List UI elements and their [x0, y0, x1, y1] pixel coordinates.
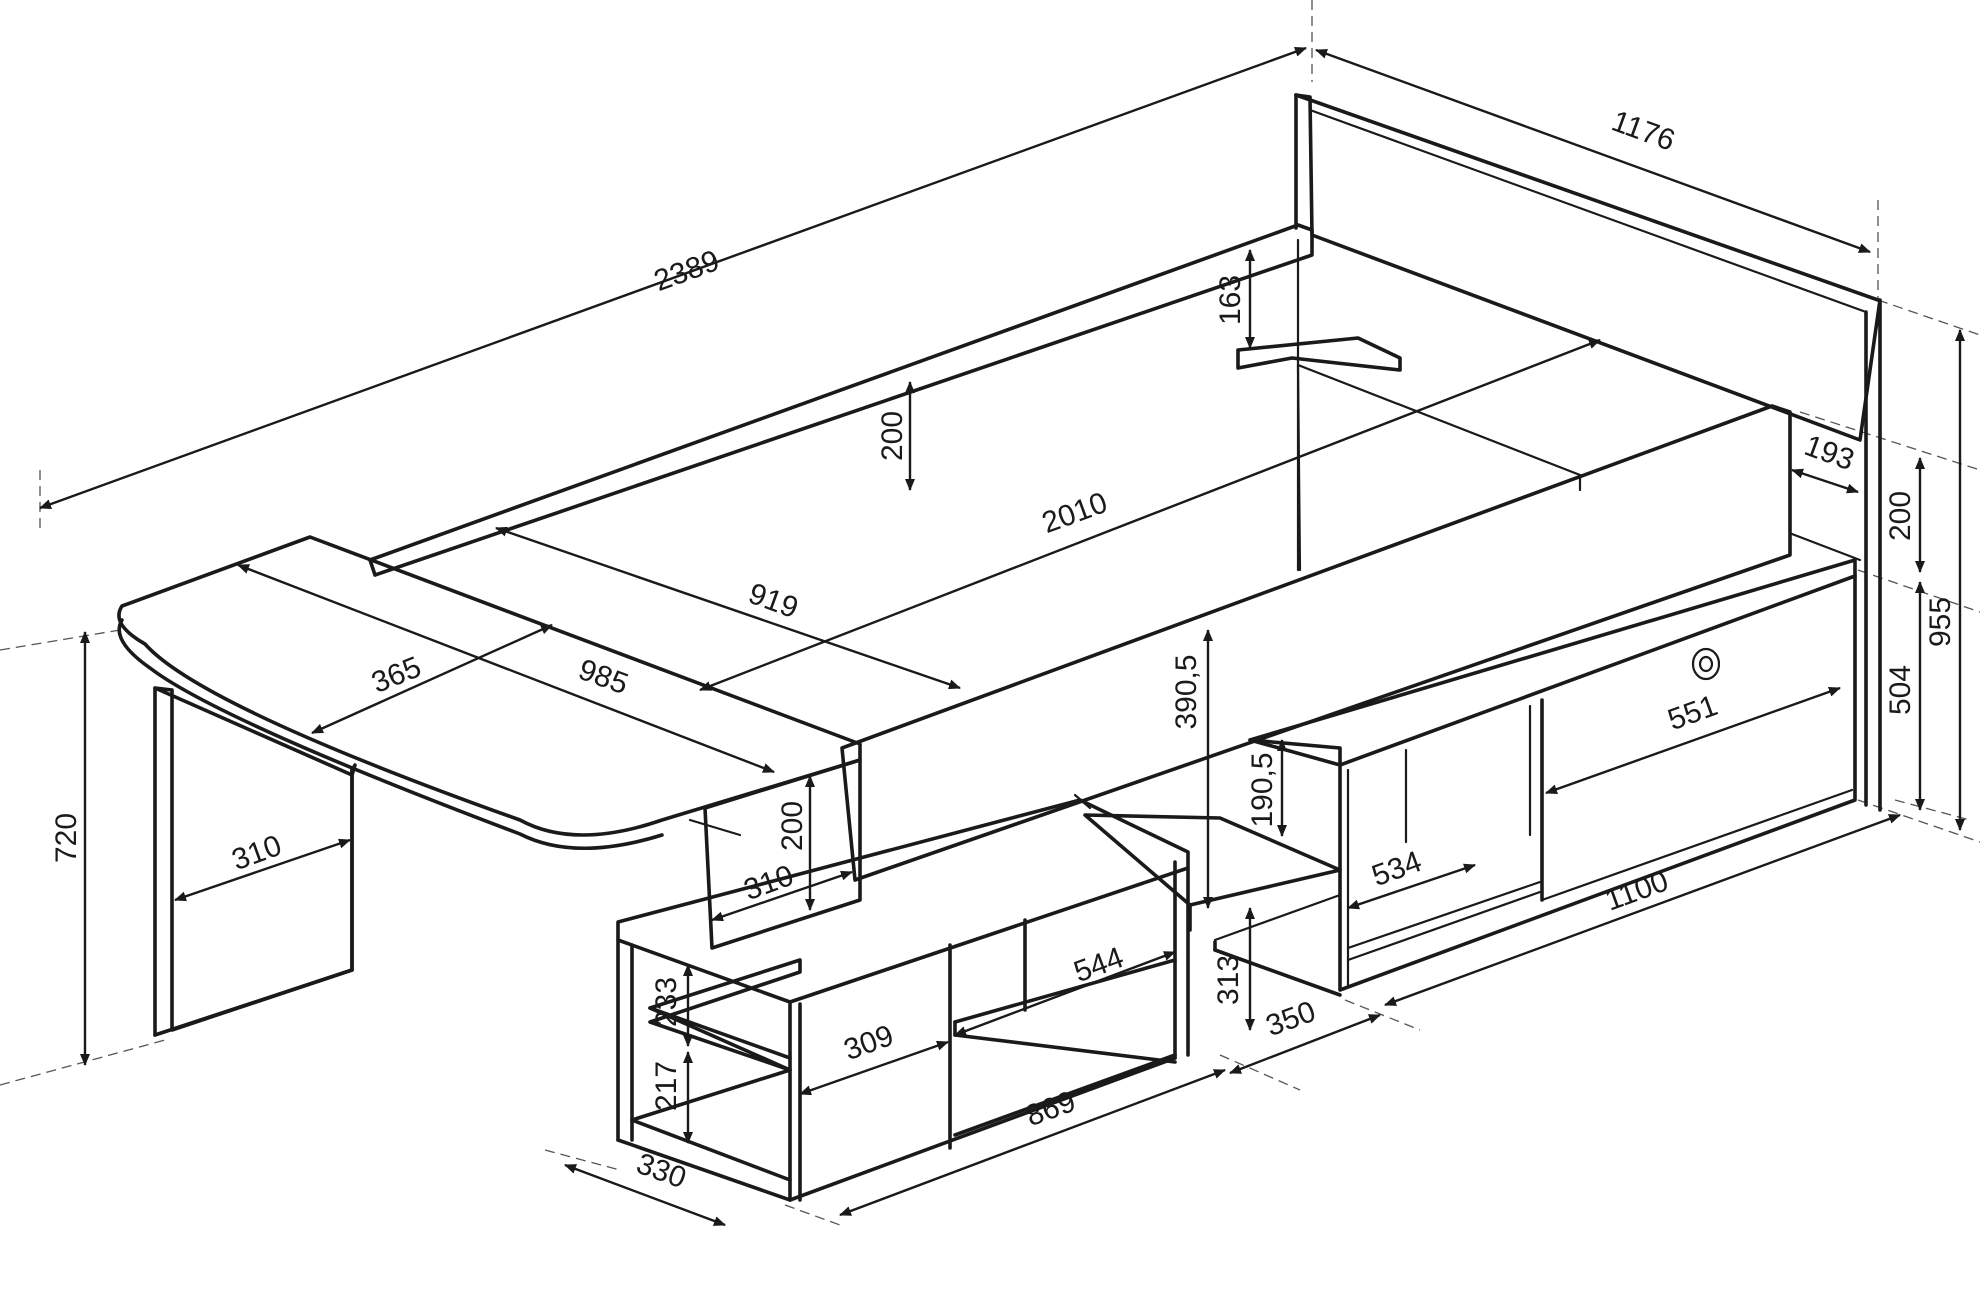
label-gap-length: 350	[1262, 995, 1320, 1043]
dim-arrow-mattress-width	[495, 526, 961, 690]
label-mattress-width: 919	[744, 577, 802, 625]
label-desk-support-height: 200	[776, 801, 809, 851]
lock-icon	[1691, 647, 1721, 681]
dim-arrow-compartment-depth	[799, 1040, 949, 1096]
dim-arrow-desk-leg	[174, 838, 351, 902]
dim-arrow-shelf-width	[954, 950, 1176, 1037]
headboard-panel	[1294, 93, 1882, 812]
dim-arrow-overall-depth	[1315, 48, 1871, 254]
label-shelf-gap: 163	[1214, 275, 1247, 325]
storage-cabinet	[1248, 558, 1857, 992]
dim-arrow-headrest-depth	[1791, 468, 1859, 494]
label-niche-width: 534	[1368, 845, 1426, 893]
dim-arrow-bookcase-length	[839, 1068, 1226, 1217]
label-headboard-rail: 200	[876, 411, 909, 461]
label-desk-leg: 310	[228, 829, 286, 877]
dim-arrow-bookcase-depth	[564, 1163, 726, 1227]
label-upper-compartment: 233	[650, 977, 683, 1027]
label-cabinet-length: 1100	[1601, 865, 1673, 918]
dim-arrow-gap-length	[1229, 1013, 1381, 1075]
label-side-rail: 200	[1884, 491, 1917, 541]
label-bookcase-length: 869	[1022, 1085, 1080, 1133]
label-drawer-height: 504	[1884, 665, 1917, 715]
top-shelf	[1236, 336, 1402, 372]
label-drawer-opening: 190,5	[1246, 752, 1279, 827]
label-bed-height-mid: 390,5	[1170, 654, 1203, 729]
label-compartment-depth: 309	[840, 1019, 898, 1067]
label-desk-width: 985	[574, 653, 632, 701]
dim-arrow-drawer-width	[1545, 686, 1841, 795]
label-base-clearance: 313	[1212, 955, 1245, 1005]
desk-top	[117, 535, 862, 837]
label-drawer-width: 551	[1664, 689, 1722, 737]
dim-arrow-overall-length	[39, 46, 1307, 510]
label-desk-depth: 365	[367, 651, 426, 700]
front-rail	[840, 404, 1792, 882]
label-desk-height: 720	[50, 813, 83, 863]
label-lower-compartment: 217	[650, 1061, 683, 1111]
dim-arrow-cabinet-length	[1384, 813, 1901, 1007]
label-shelf-width: 544	[1070, 941, 1128, 989]
label-overall-depth: 1176	[1607, 105, 1679, 158]
bed-frame	[117, 93, 1882, 1202]
middle-step	[1083, 813, 1342, 907]
dim-arrow-desk-depth	[311, 623, 553, 735]
dim-arrow-desk-support-width	[711, 870, 853, 922]
dimension-arrows	[39, 46, 1965, 1227]
back-rail	[368, 223, 1314, 577]
label-overall-length: 2389	[650, 244, 724, 298]
label-desk-support-width: 310	[740, 859, 798, 907]
label-mattress-length: 2010	[1038, 486, 1112, 540]
label-bookcase-depth: 330	[632, 1147, 690, 1195]
bookcase-middle-shelf	[648, 958, 802, 1072]
desk-support	[703, 758, 862, 950]
label-total-height: 955	[1924, 597, 1957, 647]
dimension-labels: 2389 1176 163 200 2010 919 365 985 720 3…	[50, 105, 1957, 1196]
